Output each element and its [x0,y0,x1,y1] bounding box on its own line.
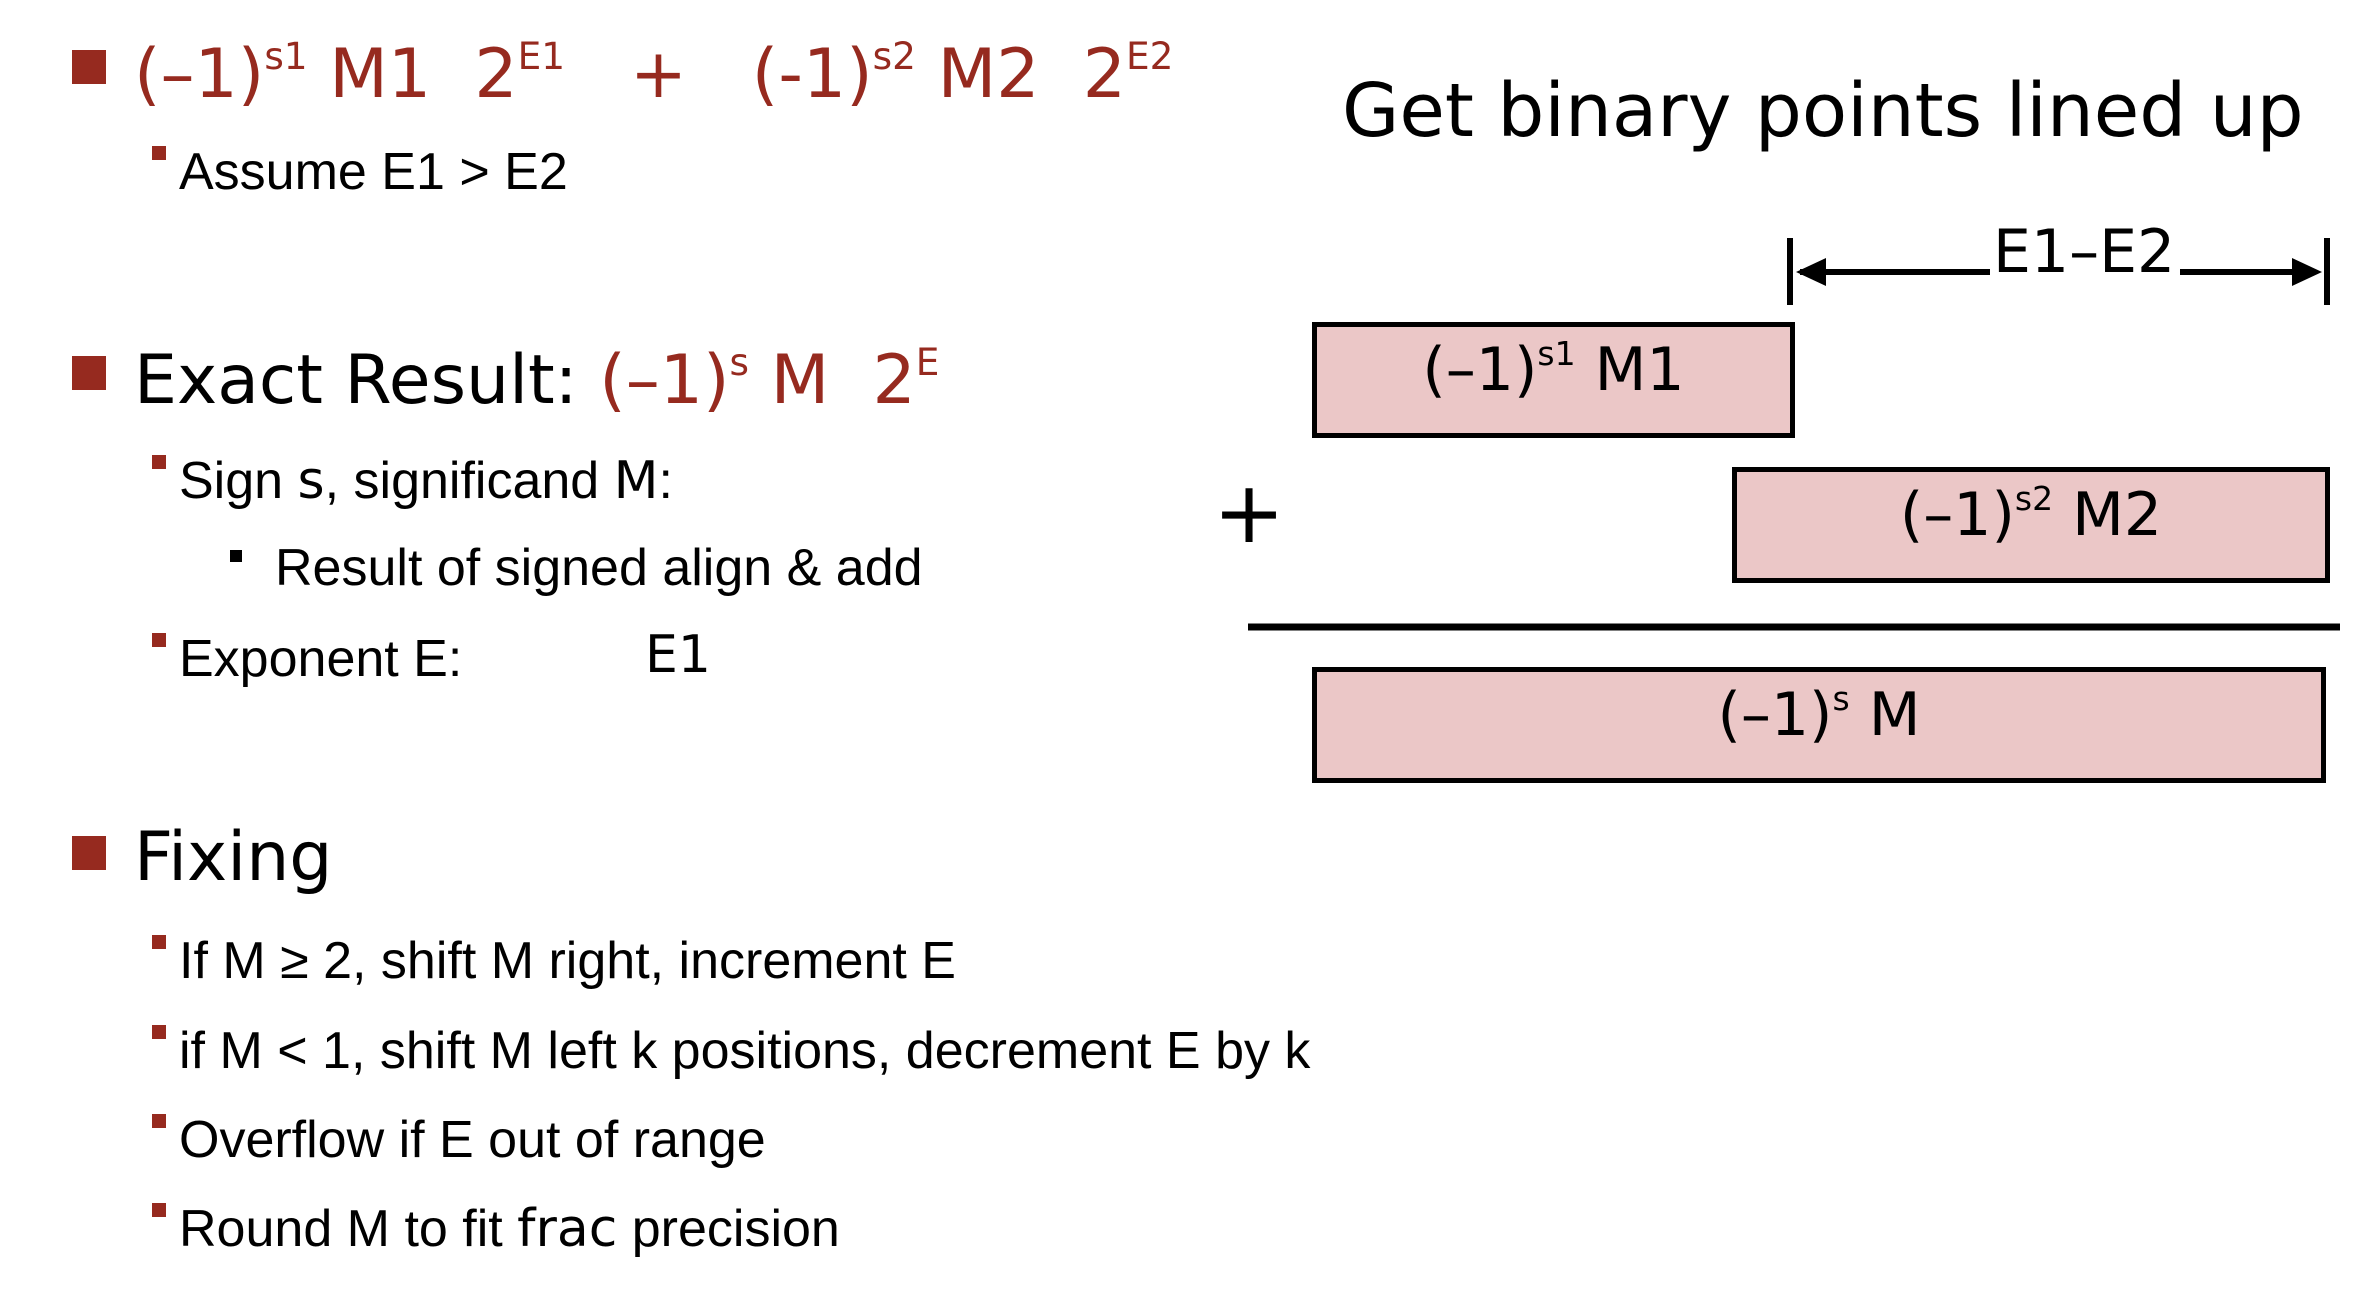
sign-significand-item: Sign s, significand M: [179,455,673,507]
box-m2-sup: s2 [2014,479,2054,518]
level2-bullet [152,633,166,647]
box-m2-label: (–1)s2 M2 [1900,482,2162,545]
sign-s: s [297,451,325,511]
fixing-heading: Fixing [134,818,333,897]
level2-bullet [152,146,166,160]
formula-part1-m: M1 [329,35,432,115]
span-arrowhead-left [1796,258,1826,286]
sign-pre: Sign [179,452,298,510]
round-post: precision [617,1200,840,1258]
sign-m: M [613,451,659,511]
plus-sign: + [1213,463,1286,563]
formula-part2-base: (-1) [751,35,873,115]
fixing-item: Overflow if E out of range [179,1111,766,1169]
exact-result-heading: Exact Result: (–1)s M 2E [134,343,939,415]
box-m-base: (–1) [1717,679,1833,750]
box-m2-base: (–1) [1899,479,2015,550]
exact-m: M [770,341,830,421]
formula-part1-two: 2 [474,35,518,115]
round-pre: Round M to fit [179,1200,518,1258]
level1-bullet [72,836,106,870]
box-m1-base: (–1) [1422,334,1538,405]
exact-exp: E [915,340,940,384]
fixing-item: If M ≥ 2, shift M right, increment E [179,932,956,990]
exact-label: Exact Result: [134,341,600,421]
level2-bullet [152,935,166,949]
exact-two: 2 [872,341,916,421]
box-m: (–1)s M [1312,667,2326,783]
sign-post: : [658,452,673,510]
round-frac: frac [517,1199,618,1259]
level2-bullet [152,1203,166,1217]
level2-bullet [152,455,166,469]
box-m1-m: M1 [1594,334,1685,405]
level2-bullet [152,1114,166,1128]
box-m2-m: M2 [2072,479,2163,550]
formula-part1-exp: E1 [517,34,566,78]
box-m-label: (–1)s M [1717,682,1920,745]
box-m1: (–1)s1 M1 [1312,322,1795,438]
formula-heading: (–1)s1 M1 2E1 + (-1)s2 M2 2E2 [134,37,1173,109]
formula-part2-sup: s2 [872,34,916,78]
result-item: Result of signed align & add [275,539,923,597]
level3-bullet [230,550,242,562]
formula-part1-sup: s1 [264,34,308,78]
span-label: E1–E2 [1993,217,2176,287]
exponent-label: Exponent E: [179,630,463,688]
box-m-sup: s [1832,679,1850,718]
exponent-value: E1 [645,625,711,685]
fixing-item-round: Round M to fit frac precision [179,1203,840,1255]
formula-part1-base: (–1) [134,35,265,115]
level1-bullet [72,356,106,390]
formula-part2-exp: E2 [1126,34,1174,78]
diagram-title: Get binary points lined up [1342,68,2304,154]
box-m1-sup: s1 [1537,334,1576,373]
level1-bullet [72,50,106,84]
sign-mid: , significand [324,452,614,510]
exact-base: (–1) [599,341,730,421]
box-m1-label: (–1)s1 M1 [1422,337,1684,400]
exact-sup: s [729,340,749,384]
formula-part2-two: 2 [1082,35,1126,115]
assume-text: Assume E1 > E2 [179,143,568,201]
span-arrowhead-right [2292,258,2322,286]
box-m2: (–1)s2 M2 [1732,467,2330,583]
box-m-m: M [1868,679,1921,750]
fixing-item: if M < 1, shift M left k positions, decr… [179,1022,1311,1080]
level2-bullet [152,1025,166,1039]
formula-part2-m: M2 [937,35,1040,115]
formula-plus: + [629,35,687,115]
